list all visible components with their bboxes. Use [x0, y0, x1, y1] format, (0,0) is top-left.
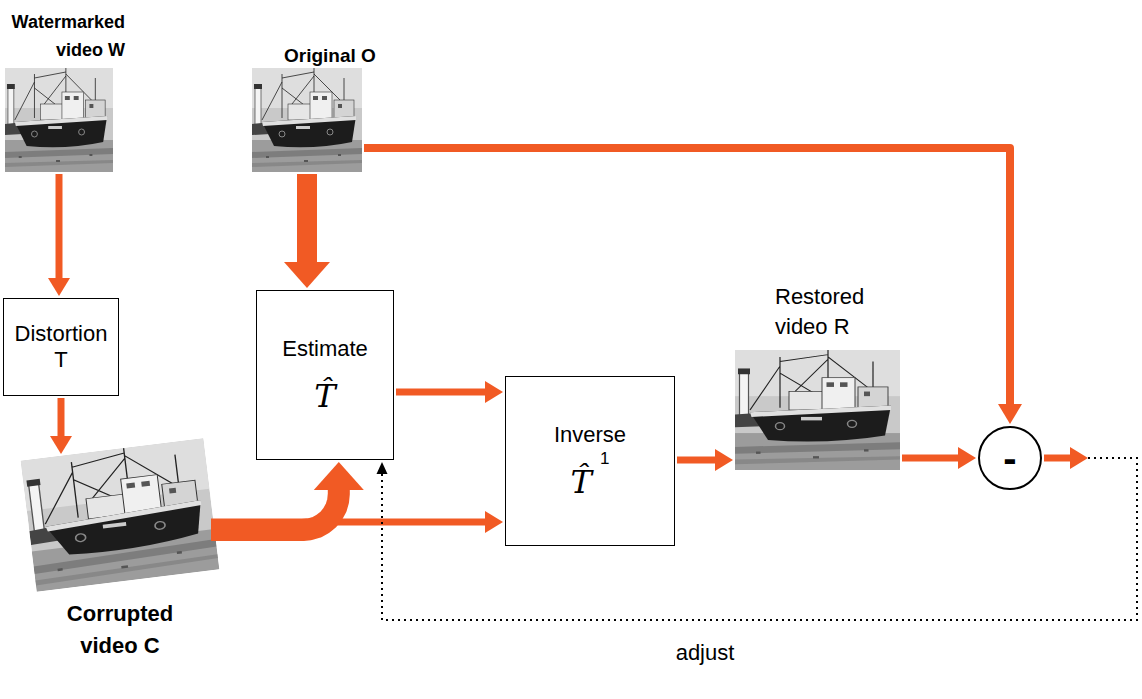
image-node: Restored video R — [735, 350, 900, 470]
connector-line — [58, 398, 65, 437]
connector — [364, 148, 1022, 424]
arrow-head — [1070, 447, 1088, 469]
image-node: Original O — [252, 68, 362, 172]
connector-line — [56, 174, 63, 279]
connector-line — [1044, 455, 1071, 462]
restored-photo — [735, 350, 900, 470]
connector-line — [902, 455, 959, 462]
corrupted-photo-image — [21, 438, 220, 591]
connector-line — [211, 489, 339, 530]
arrow-head — [998, 404, 1022, 424]
connector — [396, 381, 503, 403]
node-text: Estimate — [282, 336, 368, 362]
node-text: - — [1003, 438, 1016, 478]
image-heading: Corrupted video C — [45, 598, 195, 662]
watermarked-photo — [5, 68, 113, 172]
text-row: T̂1 — [571, 465, 610, 500]
image-node: Corrupted video C — [15, 440, 225, 590]
arrow-head — [715, 449, 733, 471]
process-box: Distortion T — [3, 298, 119, 396]
connector-line — [677, 457, 716, 464]
arrow-head — [485, 381, 503, 403]
node-text: T̂ — [571, 465, 592, 500]
connector-line — [297, 174, 317, 263]
arrow-head — [284, 262, 330, 288]
connector — [902, 447, 976, 469]
arrow-head — [377, 462, 388, 474]
arrow-head — [48, 278, 70, 296]
node-text: 1 — [600, 449, 609, 469]
connector — [50, 398, 72, 454]
image-heading: Watermarked video W — [0, 8, 125, 64]
node-text: T̂ — [314, 379, 335, 414]
process-box: InverseT̂1 — [505, 376, 675, 546]
node-text: Inverse — [554, 422, 626, 448]
edge-label: adjust — [673, 640, 738, 666]
image-node: Watermarked video W — [5, 68, 113, 172]
connector — [677, 449, 733, 471]
node-text: Distortion T — [12, 321, 110, 374]
connector — [48, 174, 70, 296]
original-photo — [252, 68, 362, 172]
connector — [284, 174, 330, 288]
arrow-head — [314, 462, 364, 490]
connector-line — [364, 148, 1010, 405]
connector — [211, 462, 364, 530]
image-heading: Original O — [284, 44, 376, 68]
arrow-head — [50, 436, 72, 454]
process-box: EstimateT̂ — [256, 290, 394, 460]
arrow-head — [485, 511, 503, 533]
subtract-circle: - — [978, 426, 1042, 490]
connector-line — [396, 389, 486, 396]
image-heading: Restored video R — [775, 282, 915, 342]
corrupted-photo — [21, 438, 220, 591]
arrow-head — [958, 447, 976, 469]
